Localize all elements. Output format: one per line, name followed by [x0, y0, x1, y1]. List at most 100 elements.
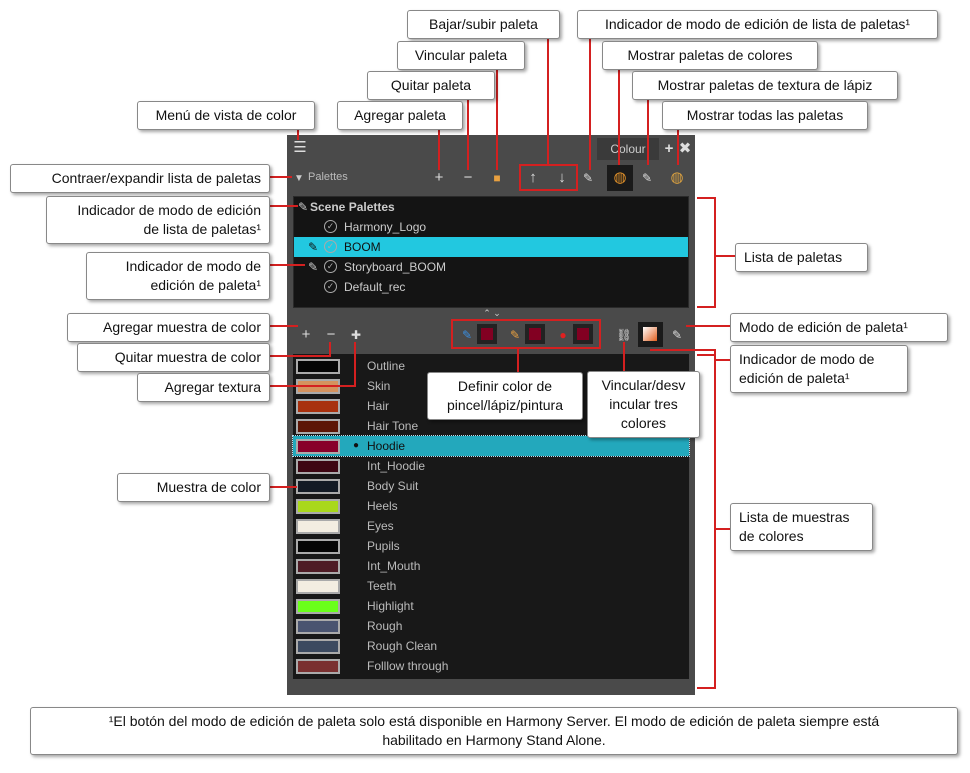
swatch-row[interactable]: Body Suit — [293, 476, 689, 496]
palette-edit-indicator-icon: ✎ — [308, 240, 319, 254]
callout-ind-lista-top: Indicador de modo de edición de lista de… — [577, 10, 938, 39]
move-up-icon[interactable]: ↑ — [529, 169, 537, 186]
colour-swatch[interactable] — [296, 579, 340, 594]
add-texture-icon[interactable]: ✚ — [350, 328, 362, 342]
swatch-name: Int_Mouth — [367, 559, 421, 573]
collapse-triangle-icon[interactable]: ▼ — [294, 173, 304, 184]
swatch-row[interactable]: Rough — [293, 616, 689, 636]
splitter[interactable]: ⌃ ⌄ — [483, 308, 501, 318]
callout-contraer: Contraer/expandir lista de paletas — [10, 164, 270, 193]
palette-item[interactable]: ✓ Default_rec — [294, 277, 688, 297]
colour-swatch[interactable] — [296, 619, 340, 634]
current-dot-icon: ● — [353, 440, 360, 451]
check-icon: ✓ — [324, 240, 337, 253]
pencil-texture-palettes-icon[interactable]: ✎ — [641, 171, 653, 185]
swatch-name: Rough — [367, 619, 403, 633]
swatch-name: Folllow through — [367, 659, 449, 673]
pencil-icon: ✎ — [509, 328, 521, 342]
colour-swatch[interactable] — [296, 659, 340, 674]
remove-swatch-icon[interactable]: − — [326, 326, 336, 343]
swatch-row[interactable]: Pupils — [293, 536, 689, 556]
colour-swatch[interactable] — [296, 639, 340, 654]
swatch-row[interactable]: Int_Mouth — [293, 556, 689, 576]
move-down-icon[interactable]: ↓ — [558, 169, 566, 186]
callout-vincular-tres: Vincular/desv incular tres colores — [587, 371, 700, 438]
callout-ind-paleta-right: Indicador de modo de edición de paleta¹ — [730, 345, 908, 393]
palette-name: BOOM — [344, 240, 381, 254]
swatch-row[interactable]: Rough Clean — [293, 636, 689, 656]
colour-swatch[interactable] — [296, 439, 340, 454]
check-icon: ✓ — [324, 260, 337, 273]
swatch-name: Pupils — [367, 539, 400, 553]
link-three-colours-icon[interactable]: ⛓ — [616, 328, 632, 342]
all-palettes-icon[interactable]: ◍ — [670, 169, 684, 186]
colour-swatch[interactable] — [296, 359, 340, 374]
swatch-name: Hair — [367, 399, 390, 413]
paint-icon: ● — [559, 328, 567, 342]
add-swatch-icon[interactable]: + — [301, 326, 311, 343]
palette-item[interactable]: ✎ ✓ BOOM — [294, 237, 688, 257]
close-icon[interactable]: ✖ — [678, 140, 692, 157]
swatch-name: Int_Hoodie — [367, 459, 426, 473]
palette-list-header[interactable]: ✎Scene Palettes — [294, 197, 688, 217]
colour-swatch[interactable] — [296, 379, 340, 394]
colour-swatch[interactable] — [296, 459, 340, 474]
swatch-name: Hair Tone — [367, 419, 419, 433]
callout-mostrar-todas: Mostrar todas las paletas — [662, 101, 868, 130]
palette-item[interactable]: ✎✓Storyboard_BOOM — [294, 257, 688, 277]
swatch-row[interactable]: Highlight — [293, 596, 689, 616]
callout-agregar-muestra: Agregar muestra de color — [67, 313, 270, 342]
palette-list-edit-mode-icon[interactable]: ✎ — [582, 171, 594, 185]
check-icon: ✓ — [324, 220, 337, 233]
palette-edit-mode-button[interactable] — [638, 322, 663, 347]
callout-modo-edicion: Modo de edición de paleta¹ — [730, 313, 948, 342]
palette-name: Harmony_Logo — [344, 220, 427, 234]
swatch-row[interactable]: Folllow through — [293, 656, 689, 676]
colour-swatch[interactable] — [296, 519, 340, 534]
pencil-colour[interactable] — [525, 324, 545, 344]
swatch-row[interactable]: Int_Hoodie — [293, 456, 689, 476]
swatch-name: Hoodie — [367, 439, 406, 453]
callout-lista-paletas: Lista de paletas — [735, 243, 868, 272]
colour-swatch[interactable] — [296, 479, 340, 494]
folder-icon[interactable]: ■ — [493, 171, 501, 185]
swatch-row[interactable]: Eyes — [293, 516, 689, 536]
colour-swatch[interactable] — [296, 559, 340, 574]
colour-swatch[interactable] — [296, 419, 340, 434]
palettes-label: Palettes — [308, 171, 348, 183]
callout-ind-paleta-left: Indicador de modo de edición de paleta¹ — [86, 252, 270, 300]
colour-swatch[interactable] — [296, 599, 340, 614]
colour-tab[interactable]: Colour — [597, 138, 659, 160]
swatch-row[interactable]: ● Hoodie — [292, 435, 690, 457]
check-icon: ✓ — [324, 280, 337, 293]
callout-quitar-muestra: Quitar muestra de color — [77, 343, 270, 372]
swatch-name: Heels — [367, 499, 398, 513]
callout-agregar-textura: Agregar textura — [137, 373, 270, 402]
swatch-name: Outline — [367, 359, 406, 373]
brush-colour[interactable] — [477, 324, 497, 344]
colour-swatch[interactable] — [296, 499, 340, 514]
palette-edit-indicator-icon: ✎ — [671, 328, 683, 342]
callout-mostrar-colores: Mostrar paletas de colores — [602, 41, 818, 70]
callout-bajar-subir: Bajar/subir paleta — [407, 10, 560, 39]
swatch-name: Body Suit — [367, 479, 419, 493]
menu-icon[interactable]: ☰ — [293, 139, 307, 156]
callout-vincular: Vincular paleta — [397, 41, 525, 70]
brush-icon: ✎ — [461, 328, 473, 342]
remove-palette-icon[interactable]: − — [463, 169, 473, 186]
callout-muestra: Muestra de color — [117, 473, 270, 502]
add-palette-icon[interactable]: + — [434, 169, 444, 186]
swatch-row[interactable]: Teeth — [293, 576, 689, 596]
colour-swatch[interactable] — [296, 399, 340, 414]
palette-list: ✎Scene Palettes ✓ Harmony_Logo ✎ ✓ BOOM ✎✓Stor… — [293, 196, 689, 308]
palette-item[interactable]: ✓ Harmony_Logo — [294, 217, 688, 237]
callout-menu-vista: Menú de vista de color — [137, 101, 315, 130]
palette-name: Default_rec — [344, 280, 406, 294]
colour-palettes-icon[interactable]: ◍ — [607, 165, 633, 191]
palette-name: Scene Palettes — [310, 200, 395, 214]
colour-swatch[interactable] — [296, 539, 340, 554]
callout-mostrar-textura: Mostrar paletas de textura de lápiz — [632, 71, 898, 100]
swatch-row[interactable]: Heels — [293, 496, 689, 516]
paint-colour[interactable] — [573, 324, 593, 344]
callout-ind-lista-left: Indicador de modo de edición de lista de… — [46, 196, 270, 244]
